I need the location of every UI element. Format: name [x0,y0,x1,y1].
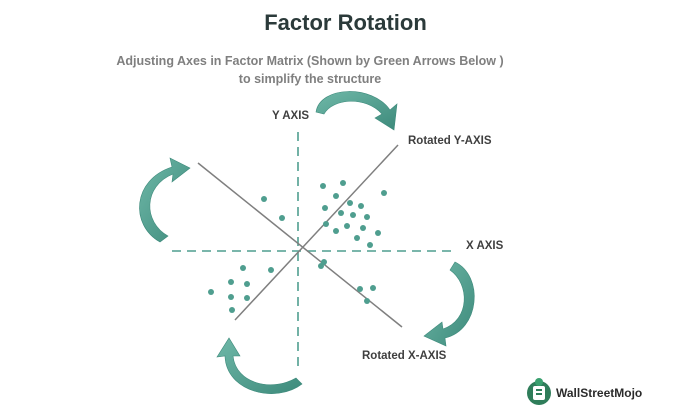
data-point [228,279,234,285]
data-point [321,259,327,265]
data-point [350,212,356,218]
rotated-y-axis-label: Rotated Y-AXIS [408,135,492,147]
x-axis-label: X AXIS [466,240,504,252]
wallstreetmojo-logo-icon [527,378,551,405]
subtitle: Adjusting Axes in Factor Matrix (Shown b… [100,52,520,88]
data-point [323,221,329,227]
data-point [333,193,339,199]
data-point [268,267,274,273]
data-point [228,294,234,300]
data-point [381,190,387,196]
data-point [322,205,328,211]
data-point [338,210,344,216]
data-point [358,203,364,209]
data-point [320,183,326,189]
data-point [364,214,370,220]
curved-arrow-icon [216,337,303,394]
curved-arrow-icon [423,261,475,347]
data-point [261,196,267,202]
data-point [208,289,214,295]
brand-logo: WallStreetMojo [527,378,642,405]
data-point [344,223,350,229]
curved-arrow-icon [139,157,191,243]
data-point [354,235,360,241]
data-point [370,285,376,291]
data-point [240,265,246,271]
data-point [340,180,346,186]
data-point [279,215,285,221]
data-point [347,200,353,206]
data-point [244,295,250,301]
brand-name: WallStreetMojo [556,386,642,400]
data-point [364,298,370,304]
page-title: Factor Rotation [264,10,427,35]
data-point [360,225,366,231]
rotated-x-axis-label: Rotated X-AXIS [362,350,447,362]
data-point [375,230,381,236]
curved-arrow-icon [315,91,398,131]
data-point [229,307,235,313]
rotated-y-axis-line [234,144,399,321]
data-point [244,281,250,287]
data-point [357,286,363,292]
data-point [333,228,339,234]
data-point [367,242,373,248]
y-axis-label: Y AXIS [272,110,309,122]
subtitle-line-1: Adjusting Axes in Factor Matrix (Shown b… [116,54,504,68]
data-points [208,180,387,313]
subtitle-line-2: to simplify the structure [238,72,382,86]
